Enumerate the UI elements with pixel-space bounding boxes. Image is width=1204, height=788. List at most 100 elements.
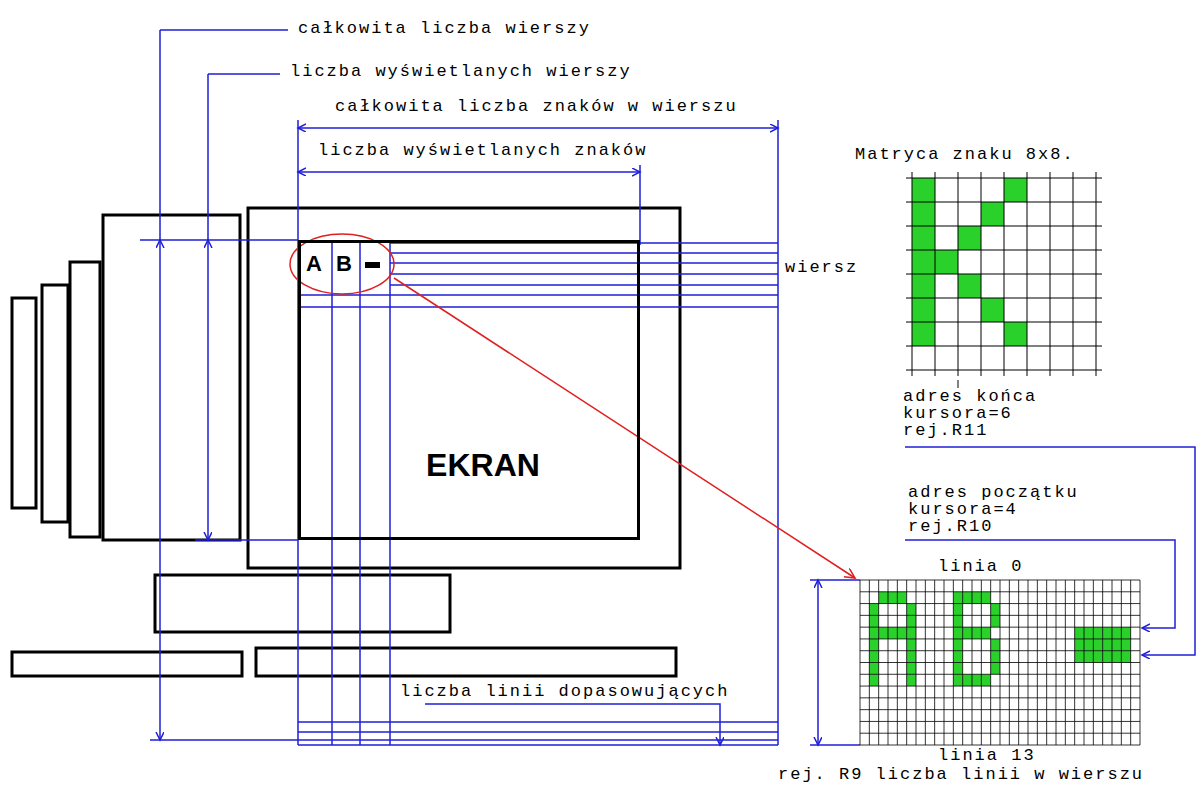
pixel-on: [879, 627, 888, 639]
pixel-on: [991, 651, 1000, 663]
cursor-pixel: [1084, 651, 1093, 663]
cursor-pixel: [1112, 651, 1121, 663]
cursor-pixel: [1093, 651, 1102, 663]
pixel-on: [953, 674, 962, 686]
grid-line: [860, 674, 1140, 675]
grid-line: [860, 721, 1140, 722]
grid-line: [860, 686, 1140, 687]
pixel-on: [907, 663, 916, 675]
cursor-pixel: [1093, 627, 1102, 639]
line-label: linia 13: [938, 747, 1036, 765]
cursor-pixel: [1103, 627, 1112, 639]
pixel-on: [1004, 178, 1027, 202]
pixel-on: [907, 639, 916, 651]
pixel-on: [953, 615, 962, 627]
grid-line: [860, 733, 1140, 734]
pixel-on: [888, 627, 897, 639]
pixel-on: [869, 627, 878, 639]
dimension-label: całkowita liczba znaków w wierszu: [335, 98, 738, 116]
pixel-on: [907, 674, 916, 686]
cursor-pixel: [1075, 651, 1084, 663]
pixel-on: [879, 592, 888, 604]
cursor-pixel: [1103, 639, 1112, 651]
pixel-on: [981, 674, 990, 686]
register-note: rej. R9 liczba linii w wierszu: [778, 766, 1144, 784]
grid-line: [860, 603, 1140, 604]
tick-mark: [958, 380, 959, 388]
pixel-on: [972, 592, 981, 604]
pixel-on: [953, 639, 962, 651]
pixel-on: [953, 663, 962, 675]
grid-line: [860, 709, 1140, 710]
pixel-on: [897, 627, 906, 639]
grid-line: [1073, 172, 1074, 376]
pixel-on: [953, 592, 962, 604]
pixel-on: [953, 651, 962, 663]
pixel-on: [991, 663, 1000, 675]
cursor-pixel: [1103, 651, 1112, 663]
pixel-on: [953, 627, 962, 639]
grid-line: [860, 615, 1140, 616]
row-zoom-grid: [860, 580, 1140, 745]
cursor-pixel: [1093, 639, 1102, 651]
screen-char: A: [306, 252, 322, 276]
cursor-pixel: [1112, 639, 1121, 651]
pixel-on: [1004, 322, 1027, 346]
pixel-on: [981, 298, 1004, 322]
screen-char: B: [336, 252, 352, 276]
cursor-pixel: [1121, 651, 1130, 663]
grid-line: [860, 627, 1140, 628]
grid-line: [860, 580, 1140, 581]
pixel-on: [869, 639, 878, 651]
pixel-on: [907, 651, 916, 663]
screen-box: EKRAN: [298, 240, 640, 540]
pixel-on: [907, 627, 916, 639]
matrix-title: Matryca znaku 8x8.: [855, 146, 1075, 164]
register-note: adres początku kursora=4 rej.R10: [908, 484, 1088, 535]
cursor-pixel: [1121, 627, 1130, 639]
pixel-on: [972, 674, 981, 686]
pixel-on: [963, 592, 972, 604]
grid-line: [1096, 172, 1097, 376]
cursor-pixel: [1084, 627, 1093, 639]
pixel-on: [963, 627, 972, 639]
grid-line: [860, 745, 1140, 746]
pixel-on: [912, 178, 935, 202]
pixel-on: [972, 627, 981, 639]
pixel-on: [912, 274, 935, 298]
pixel-on: [991, 615, 1000, 627]
cursor-bar: [365, 262, 380, 268]
pixel-on: [963, 674, 972, 686]
pixel-on: [953, 604, 962, 616]
pixel-on: [869, 615, 878, 627]
grid-line: [906, 346, 1102, 347]
pixel-on: [912, 322, 935, 346]
pixel-on: [912, 226, 935, 250]
pixel-on: [907, 604, 916, 616]
dimension-label: liczba wyświetlanych znaków: [318, 142, 647, 160]
screen-title: EKRAN: [426, 447, 540, 483]
pixel-on: [958, 226, 981, 250]
grid-line: [906, 370, 1102, 371]
grid-line: [860, 697, 1140, 698]
pixel-on: [869, 604, 878, 616]
pixel-on: [981, 202, 1004, 226]
pixel-on: [897, 592, 906, 604]
grid-line: [1050, 172, 1051, 376]
zoom-arrow: [394, 278, 855, 578]
cursor-pixel: [1075, 627, 1084, 639]
dimension-label: całkowita liczba wierszy: [298, 20, 591, 38]
register-note: adres końca kursora=6 rej.R11: [903, 388, 1053, 439]
grid-line: [860, 650, 1140, 651]
pixel-on: [888, 592, 897, 604]
pixel-on: [991, 604, 1000, 616]
dimension-lines: [140, 30, 1195, 745]
pixel-on: [981, 627, 990, 639]
cursor-pixel: [1121, 639, 1130, 651]
cursor-pixel: [1112, 627, 1121, 639]
grid-line: [860, 638, 1140, 639]
zoom-ellipse: [290, 234, 394, 294]
grid-line: [1027, 172, 1028, 376]
pixel-on: [958, 274, 981, 298]
grid-line: [860, 662, 1140, 663]
